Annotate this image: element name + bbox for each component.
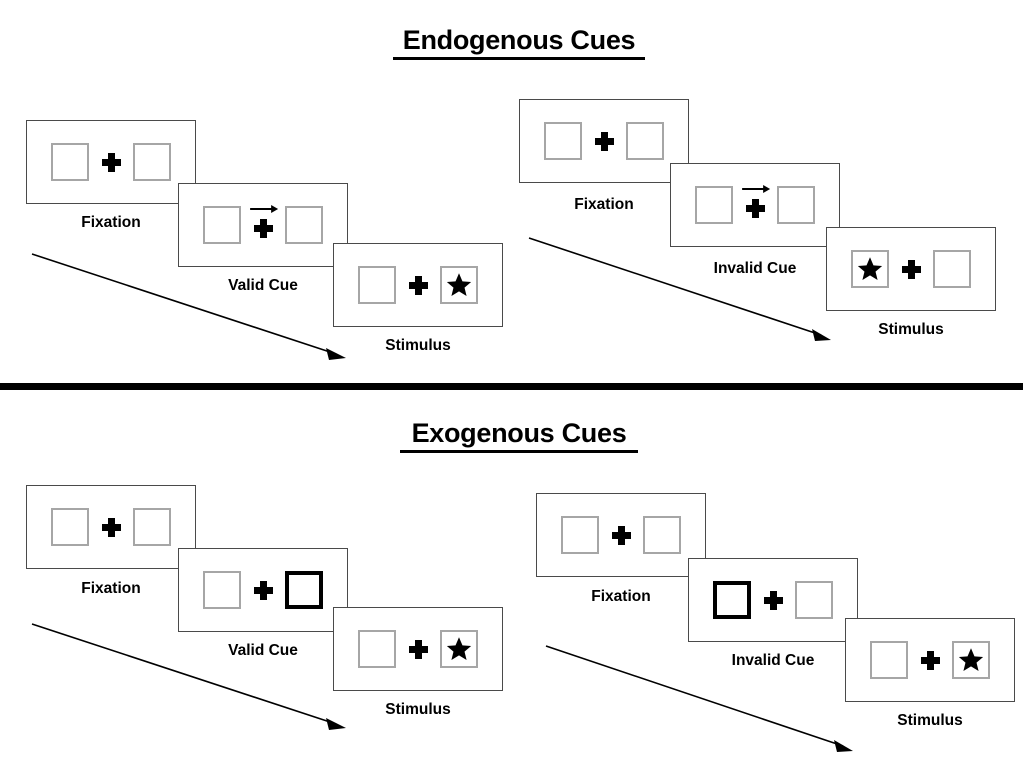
stage-label-endogenous-valid-fixation: Fixation: [81, 214, 141, 231]
panel-exogenous-valid-fixation: [26, 485, 196, 569]
plus-icon: [101, 517, 121, 537]
section-title-endogenous: Endogenous Cues: [393, 25, 645, 60]
fixation-cross-slot: [89, 508, 133, 546]
placeholder-box-right: [133, 508, 171, 546]
plus-icon: [253, 580, 273, 600]
stage-label-exogenous-invalid-fixation: Fixation: [591, 588, 651, 605]
diagonal-arrow-icon-exogenous-valid: [31, 623, 346, 730]
fixation-cross-slot: [241, 204, 285, 244]
section-divider: [0, 383, 1023, 390]
placeholder-box-left: [51, 143, 89, 181]
placeholder-box-right: [440, 266, 478, 304]
panel-exogenous-invalid-stimulus: [845, 618, 1015, 702]
star-icon: [446, 637, 472, 661]
placeholder-box-left: [544, 122, 582, 160]
fixation-cross-slot: [241, 571, 285, 609]
placeholder-box-left: [203, 571, 241, 609]
placeholder-box-left: [851, 250, 889, 288]
plus-icon: [611, 525, 631, 545]
section-title-exogenous: Exogenous Cues: [400, 418, 638, 453]
plus-icon: [745, 199, 765, 218]
placeholder-box-left: [695, 186, 733, 224]
cued-box-left: [713, 581, 751, 619]
plus-icon: [594, 131, 614, 151]
fixation-cross-slot: [733, 184, 777, 224]
plus-icon: [408, 275, 428, 295]
stage-label-endogenous-invalid-stimulus: Stimulus: [878, 321, 944, 338]
panel-endogenous-invalid-fixation: [519, 99, 689, 183]
fixation-cross-slot: [908, 641, 952, 679]
panel-endogenous-valid-stimulus: [333, 243, 503, 327]
plus-icon: [101, 152, 121, 172]
fixation-cross-slot: [396, 630, 440, 668]
stage-label-exogenous-valid-stimulus: Stimulus: [385, 701, 451, 718]
panel-exogenous-valid-stimulus: [333, 607, 503, 691]
placeholder-box-right: [440, 630, 478, 668]
fixation-cross-slot: [599, 516, 643, 554]
placeholder-box-left: [870, 641, 908, 679]
placeholder-box-left: [203, 206, 241, 244]
placeholder-box-right: [643, 516, 681, 554]
placeholder-box-right: [285, 206, 323, 244]
cued-box-right: [285, 571, 323, 609]
right-arrow-icon: [742, 184, 771, 194]
star-icon: [958, 648, 984, 672]
panel-exogenous-invalid-fixation: [536, 493, 706, 577]
fixation-cross-slot: [889, 250, 933, 288]
panel-endogenous-invalid-stimulus: [826, 227, 996, 311]
plus-icon: [920, 650, 940, 670]
placeholder-box-left: [358, 630, 396, 668]
panel-endogenous-invalid-cue: [670, 163, 840, 247]
stage-label-endogenous-invalid-fixation: Fixation: [574, 196, 634, 213]
panel-exogenous-valid-cue: [178, 548, 348, 632]
placeholder-box-left: [561, 516, 599, 554]
fixation-cross-slot: [89, 143, 133, 181]
plus-icon: [253, 219, 273, 238]
placeholder-box-left: [358, 266, 396, 304]
stage-label-exogenous-valid-cue: Valid Cue: [228, 642, 298, 659]
star-icon: [446, 273, 472, 297]
stage-label-endogenous-valid-stimulus: Stimulus: [385, 337, 451, 354]
stage-label-exogenous-invalid-stimulus: Stimulus: [897, 712, 963, 729]
fixation-cross-slot: [396, 266, 440, 304]
plus-icon: [408, 639, 428, 659]
plus-icon: [901, 259, 921, 279]
plus-icon: [763, 590, 783, 610]
stage-label-exogenous-valid-fixation: Fixation: [81, 580, 141, 597]
stage-label-endogenous-invalid-cue: Invalid Cue: [713, 260, 797, 277]
placeholder-box-right: [952, 641, 990, 679]
stage-label-exogenous-invalid-cue: Invalid Cue: [731, 652, 815, 669]
placeholder-box-right: [626, 122, 664, 160]
fixation-cross-slot: [582, 122, 626, 160]
right-arrow-icon: [250, 204, 279, 214]
star-icon: [857, 257, 883, 281]
panel-endogenous-valid-cue: [178, 183, 348, 267]
placeholder-box-right: [933, 250, 971, 288]
stage-label-endogenous-valid-cue: Valid Cue: [228, 277, 298, 294]
placeholder-box-right: [795, 581, 833, 619]
placeholder-box-right: [777, 186, 815, 224]
fixation-cross-slot: [751, 581, 795, 619]
placeholder-box-right: [133, 143, 171, 181]
placeholder-box-left: [51, 508, 89, 546]
panel-exogenous-invalid-cue: [688, 558, 858, 642]
diagonal-arrow-icon-endogenous-invalid: [528, 237, 831, 341]
panel-endogenous-valid-fixation: [26, 120, 196, 204]
